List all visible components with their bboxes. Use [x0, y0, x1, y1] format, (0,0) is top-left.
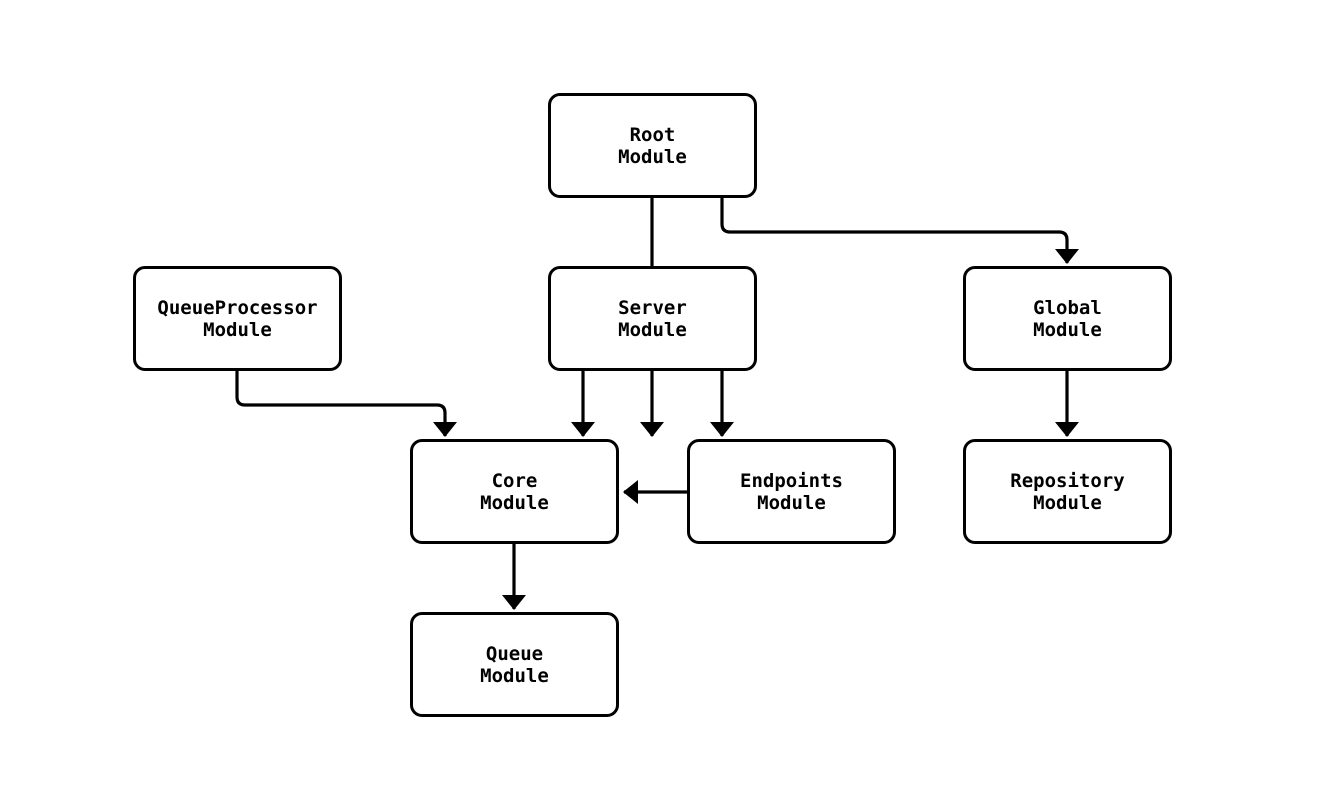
node-queueprocessor-module: QueueProcessor Module [133, 266, 342, 371]
node-global-module: Global Module [963, 266, 1172, 371]
edge-queueprocessor-to-core [235, 371, 457, 437]
edge-root-to-global [720, 198, 1079, 264]
node-endpoints-module: Endpoints Module [687, 439, 896, 544]
node-repository-module: Repository Module [963, 439, 1172, 544]
node-queue-module: Queue Module [410, 612, 619, 717]
node-core-module: Core Module [410, 439, 619, 544]
node-server-module: Server Module [548, 266, 757, 371]
node-root-module: Root Module [548, 93, 757, 198]
